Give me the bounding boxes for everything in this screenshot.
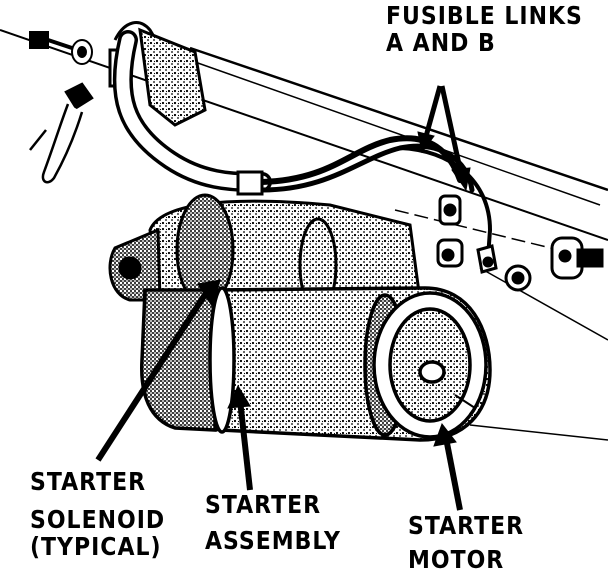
cable-boot (29, 82, 94, 184)
label-starter-solenoid-line3: (TYPICAL) (30, 533, 162, 562)
leader-arrows (95, 85, 471, 511)
label-starter-motor-line1: STARTER (408, 512, 525, 541)
frame-rail (0, 29, 608, 441)
label-starter-solenoid-line1: STARTER (30, 468, 147, 497)
mounting-nuts (436, 236, 604, 292)
bolt-washer (29, 31, 93, 65)
solenoid-body (108, 193, 422, 313)
motor-housing (140, 286, 492, 442)
label-starter-motor: STARTER MOTOR (408, 512, 525, 575)
label-fusible-links-line2: A AND B (386, 29, 496, 58)
label-starter-assembly-line2: ASSEMBLY (205, 527, 341, 556)
fusible-link-terminals (438, 194, 498, 274)
label-starter-solenoid: STARTER SOLENOID (TYPICAL) (30, 468, 166, 562)
label-starter-solenoid-line2: SOLENOID (30, 506, 166, 535)
label-starter-assembly: STARTER ASSEMBLY (205, 491, 341, 556)
label-starter-assembly-line1: STARTER (205, 491, 322, 520)
label-fusible-links: FUSIBLE LINKS A AND B (386, 2, 583, 58)
label-fusible-links-line1: FUSIBLE LINKS (386, 2, 583, 31)
label-starter-motor-line2: MOTOR (408, 546, 505, 575)
